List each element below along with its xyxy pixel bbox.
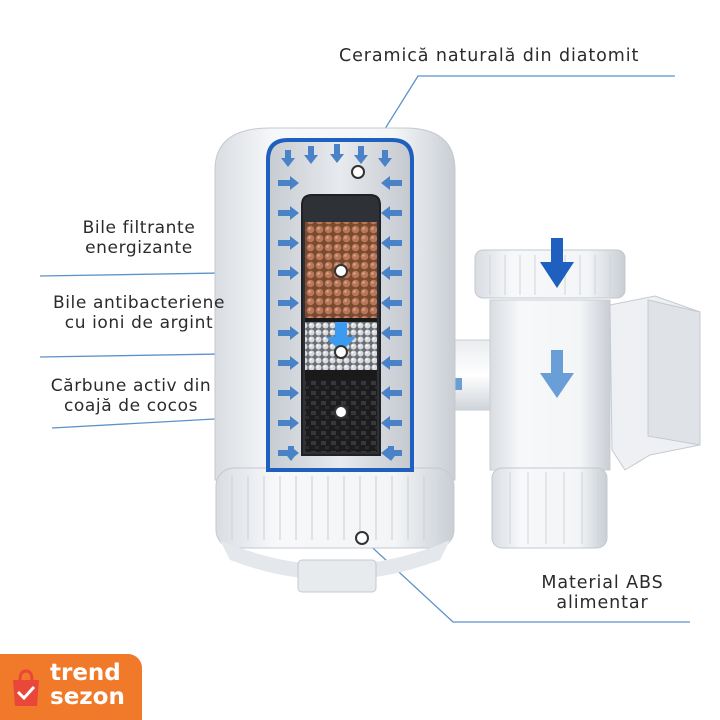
label-filter-balls-line1: Bile filtrante — [82, 218, 196, 238]
label-antibacterial-line1: Bile antibacteriene — [52, 293, 226, 313]
label-filter-balls: Bile filtrante energizante — [59, 218, 219, 258]
shopping-bag-icon — [13, 669, 39, 706]
faucet-connector — [444, 249, 701, 549]
label-carbon: Cărbune activ din coajă de cocos — [31, 376, 231, 416]
inner-flow-arrows — [278, 144, 402, 461]
callout-dots — [334, 165, 369, 545]
label-ceramic-text: Ceramică naturală din diatomit — [339, 46, 640, 66]
label-abs-line1: Material ABS — [541, 573, 664, 593]
brand-logo-line2: sezon — [50, 684, 125, 710]
flow-arrow-inlet-icon — [540, 238, 574, 288]
label-carbon-line1: Cărbune activ din — [50, 376, 212, 396]
label-abs-material: Material ABS alimentar — [520, 573, 685, 613]
flow-arrow-down-icon — [540, 350, 574, 398]
label-ceramic: Ceramică naturală din diatomit — [339, 46, 639, 66]
brand-logo: trend sezon — [0, 654, 142, 720]
label-antibacterial: Bile antibacteriene cu ioni de argint — [23, 293, 255, 333]
label-antibacterial-line2: cu ioni de argint — [64, 313, 214, 333]
label-abs-line2: alimentar — [556, 593, 649, 613]
brand-logo-line1: trend — [50, 660, 121, 686]
center-flow-arrow-icon — [326, 322, 356, 352]
brand-logo-text: trend sezon — [50, 661, 125, 709]
label-filter-balls-line2: energizante — [85, 238, 193, 258]
label-carbon-line2: coajă de cocos — [63, 396, 199, 416]
